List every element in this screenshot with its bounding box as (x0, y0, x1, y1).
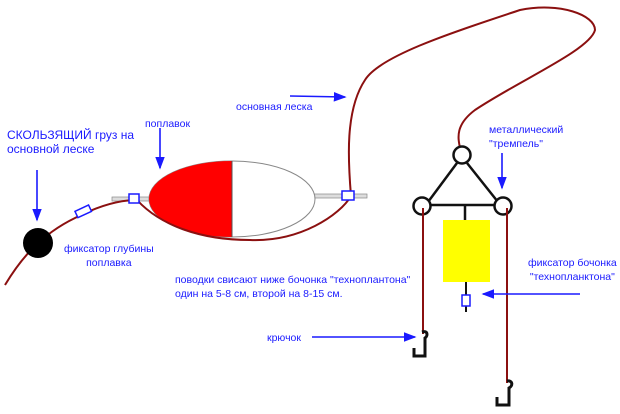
main-line (4, 6, 597, 286)
float-clip-right (341, 190, 355, 201)
hanger-label: металлический "тремпель" (489, 123, 563, 151)
float (148, 160, 316, 238)
hook-right (495, 379, 514, 407)
barrel-stopper (461, 294, 471, 307)
hanger (412, 145, 513, 220)
main-line-label: основная леска (236, 101, 313, 113)
depth-stopper-label-line: поплавка (86, 257, 132, 269)
hook-left (412, 330, 429, 358)
leaders-note-line: один на 5-8 см, второй на 8-15 см. (175, 288, 343, 300)
depth-stopper-label: фиксатор глубины поплавка (64, 242, 154, 270)
leaders-note-line: поводки свисают ниже бочонка "техноплант… (175, 274, 411, 286)
float-rod-right (311, 193, 368, 199)
sinker-label: СКОЛЬЗЯЩИЙ груз на основной леске (7, 128, 134, 156)
depth-stopper-label-line: фиксатор глубины (64, 243, 154, 255)
pointer-arrows (32, 91, 580, 342)
barrel-stopper-label-line: фиксатор бочонка (528, 257, 617, 269)
hanger-label-line: металлический (489, 124, 564, 136)
hook-label: крючок (267, 332, 301, 344)
barrel-stopper-label: фиксатор бочонка "технопланктона" (528, 256, 617, 284)
leaders-note: поводки свисают ниже бочонка "техноплант… (175, 273, 410, 301)
sinker (23, 228, 53, 258)
float-clip-left (128, 193, 140, 204)
sinker-label-line: основной леске (7, 142, 95, 156)
depth-stopper (73, 203, 93, 219)
float-label: поплавок (145, 118, 191, 130)
sinker-label-line: СКОЛЬЗЯЩИЙ груз на (7, 128, 135, 142)
hanger-label-line: "тремпель" (489, 138, 543, 150)
technoplankton-barrel (443, 220, 490, 282)
barrel-stopper-label-line: "технопланктона" (529, 271, 615, 283)
